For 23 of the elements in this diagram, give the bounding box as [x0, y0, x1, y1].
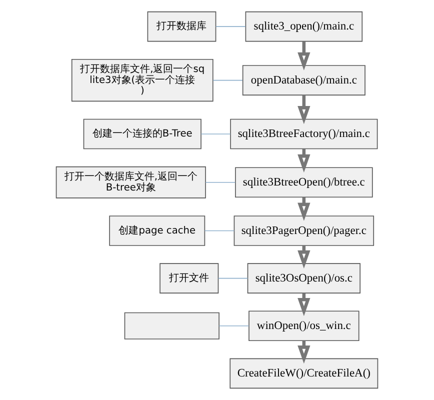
connector	[212, 80, 243, 81]
node-box: 创建page cache	[109, 216, 206, 246]
arrow	[298, 95, 310, 124]
node-box: winOpen()/os_win.c	[248, 310, 360, 342]
connector	[218, 325, 250, 326]
connector	[205, 182, 236, 183]
node-box: 打开一个数据库文件,返回一个B-tree对象	[56, 166, 206, 198]
connector	[218, 278, 248, 279]
arrow	[298, 41, 310, 70]
node-box: 打开数据库	[147, 11, 216, 42]
node-box	[124, 312, 220, 340]
node-box: sqlite3OsOpen()/os.c	[247, 263, 360, 294]
connector	[215, 26, 246, 27]
node-box: 创建一个连接的B-Tree	[83, 118, 202, 150]
node-box: sqlite3_open()/main.c	[245, 11, 363, 42]
node-box: CreateFileW()/CreateFileA()	[230, 358, 378, 389]
node-box: 打开数据库文件,返回一个sqlite3对象(表示一个连接)	[71, 58, 214, 102]
node-box: sqlite3BtreeOpen()/btree.c	[235, 167, 373, 198]
node-box: sqlite3PagerOpen()/pager.c	[234, 216, 374, 246]
node-box: 打开文件	[160, 263, 219, 294]
node-box: sqlite3BtreeFactory()/main.c	[230, 118, 378, 150]
connector	[204, 230, 235, 232]
node-box: openDatabase()/main.c	[242, 65, 366, 96]
